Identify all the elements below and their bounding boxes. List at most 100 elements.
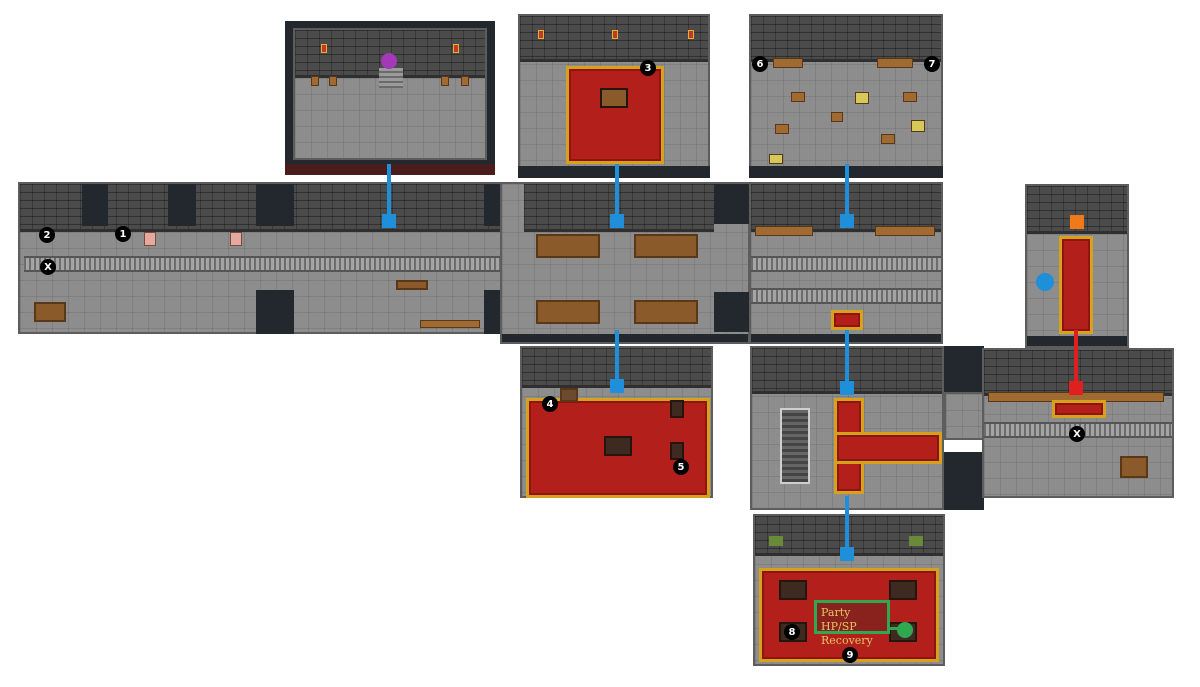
dark-table bbox=[779, 580, 807, 600]
west-corridor bbox=[18, 182, 522, 334]
bed-icon bbox=[144, 232, 156, 246]
recovery-room bbox=[753, 514, 945, 666]
corridor-gap bbox=[714, 292, 750, 332]
connector-red bbox=[1074, 330, 1078, 382]
connector-void bbox=[944, 346, 984, 392]
bench bbox=[536, 234, 600, 258]
crate bbox=[791, 92, 805, 102]
corridor-gap bbox=[714, 184, 750, 224]
small-carpet bbox=[1052, 400, 1106, 418]
warp-room bbox=[293, 28, 487, 160]
bench bbox=[536, 300, 600, 324]
grate-pit bbox=[780, 408, 810, 484]
door-marker-icon[interactable] bbox=[382, 214, 396, 228]
marker-1[interactable]: 1 bbox=[115, 226, 131, 242]
dark-table bbox=[889, 580, 917, 600]
marker-3[interactable]: 3 bbox=[640, 60, 656, 76]
crate bbox=[903, 92, 917, 102]
stairs bbox=[379, 68, 403, 88]
banner-icon bbox=[453, 44, 459, 53]
plant-icon bbox=[909, 536, 923, 546]
connector-warp bbox=[387, 164, 391, 214]
warp-portal-icon[interactable] bbox=[381, 53, 397, 69]
corridor-gap bbox=[256, 290, 294, 334]
recovery-label-line1: Party HP/SP bbox=[821, 606, 857, 633]
connector-storage bbox=[845, 164, 849, 214]
crate-row bbox=[755, 226, 813, 236]
bench bbox=[634, 300, 698, 324]
meeting-table bbox=[600, 88, 628, 108]
door-marker-icon[interactable] bbox=[610, 214, 624, 228]
door-marker-icon[interactable] bbox=[840, 214, 854, 228]
start-point-icon[interactable] bbox=[1036, 273, 1054, 291]
marker-9[interactable]: 9 bbox=[842, 647, 858, 663]
chair-icon bbox=[329, 76, 337, 86]
crate-row bbox=[875, 226, 935, 236]
meeting-room bbox=[518, 14, 710, 178]
east-tower-carpet bbox=[1059, 236, 1093, 334]
connector-study bbox=[615, 330, 619, 380]
marker-8[interactable]: 8 bbox=[784, 624, 800, 640]
hay-bale bbox=[769, 154, 783, 164]
crate-stack bbox=[773, 58, 803, 68]
banner-icon bbox=[538, 30, 544, 39]
banner-icon bbox=[612, 30, 618, 39]
storage-room bbox=[749, 14, 943, 178]
hay-bale bbox=[911, 120, 925, 132]
meeting-room-wall bbox=[520, 16, 708, 62]
small-carpet bbox=[831, 310, 863, 330]
corridor-gap bbox=[82, 184, 108, 226]
crate bbox=[831, 112, 843, 122]
iron-railing bbox=[751, 256, 941, 272]
marker-4[interactable]: 4 bbox=[542, 396, 558, 412]
bench bbox=[634, 234, 698, 258]
door-marker-red-icon[interactable] bbox=[1069, 381, 1083, 395]
connector-t-hall bbox=[845, 330, 849, 382]
bookshelf bbox=[670, 400, 684, 418]
marker-7[interactable]: 7 bbox=[924, 56, 940, 72]
connector-void bbox=[944, 452, 984, 510]
chair-icon bbox=[311, 76, 319, 86]
crate-stack bbox=[877, 58, 913, 68]
desk bbox=[34, 302, 66, 322]
chair-icon bbox=[461, 76, 469, 86]
bookshelf bbox=[670, 442, 684, 460]
chair-icon bbox=[441, 76, 449, 86]
door-marker-icon[interactable] bbox=[840, 547, 854, 561]
marker-2[interactable]: 2 bbox=[39, 227, 55, 243]
crate bbox=[881, 134, 895, 144]
recovery-label-line2: Recovery bbox=[821, 634, 873, 647]
iron-railing bbox=[24, 256, 504, 272]
exit-marker-icon[interactable] bbox=[1070, 215, 1084, 229]
crate bbox=[775, 124, 789, 134]
hall-edge bbox=[502, 334, 748, 342]
connector-recovery bbox=[845, 496, 849, 548]
bed-icon bbox=[230, 232, 242, 246]
marker-5[interactable]: 5 bbox=[673, 459, 689, 475]
east-lower-corridor bbox=[944, 392, 984, 440]
central-hall bbox=[500, 182, 750, 344]
t-carpet-horizontal bbox=[834, 432, 942, 464]
connector-meeting bbox=[615, 164, 619, 214]
crate-row bbox=[420, 320, 480, 328]
study-table bbox=[604, 436, 632, 456]
storage-room-wall bbox=[751, 16, 941, 62]
door-marker-icon[interactable] bbox=[610, 379, 624, 393]
marker-x-east[interactable]: X bbox=[1069, 426, 1085, 442]
bench bbox=[396, 280, 428, 290]
recovery-point-icon[interactable] bbox=[897, 622, 913, 638]
marker-6[interactable]: 6 bbox=[752, 56, 768, 72]
door-marker-icon[interactable] bbox=[840, 381, 854, 395]
banner-icon bbox=[321, 44, 327, 53]
east-barracks bbox=[982, 348, 1174, 498]
plant-icon bbox=[769, 536, 783, 546]
marker-x-west[interactable]: X bbox=[40, 259, 56, 275]
desk bbox=[1120, 456, 1148, 478]
meeting-carpet bbox=[566, 66, 664, 164]
central-hall-wall bbox=[524, 184, 714, 232]
recovery-label-box: Party HP/SP Recovery bbox=[814, 600, 890, 647]
corridor-gap bbox=[256, 184, 294, 226]
recovery-link bbox=[888, 627, 902, 630]
hay-bale bbox=[855, 92, 869, 104]
banner-icon bbox=[688, 30, 694, 39]
